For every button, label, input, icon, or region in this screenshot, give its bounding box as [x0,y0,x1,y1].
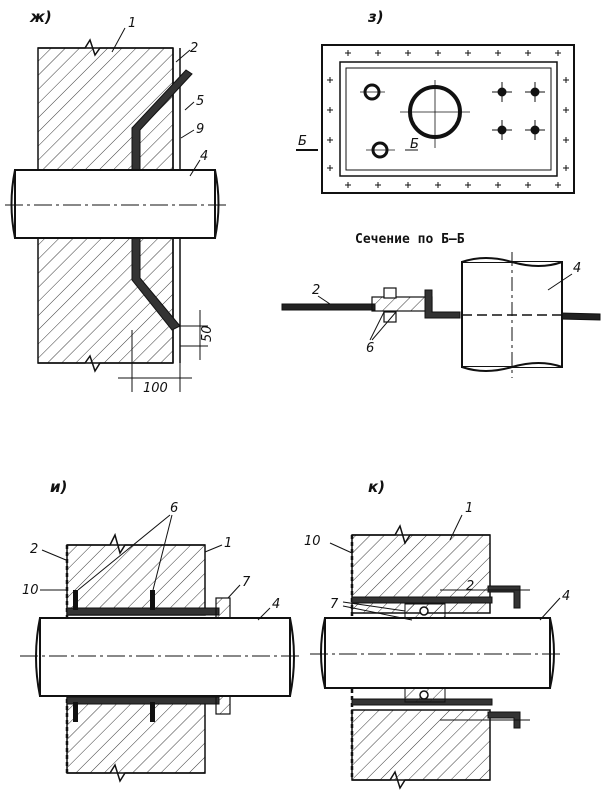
leader-2-bb [317,295,331,305]
leader-4-k [539,597,561,621]
sleeve-top-k [351,596,493,604]
dim-height-value: 50 [200,325,215,342]
section-mark-inner: Б [410,137,419,152]
part-number-2-i: 2 [30,542,38,557]
bracket-bottom-k [487,711,521,729]
section-mark: Б [298,134,307,149]
break-line-top [38,38,173,57]
break-line-top-k [352,524,490,545]
part-number-1-k: 1 [465,501,473,516]
leader-6-bb-a [369,311,385,341]
wall-lower-i [66,697,206,774]
sleeve-top-i [66,607,220,616]
leader-10-k [329,542,353,554]
part-number-7-i: 7 [242,575,251,590]
pipe-end-left-i [35,617,41,697]
figure-label-i: и) [50,478,67,496]
part-number-10-k: 10 [304,534,321,549]
part-number-5: 5 [196,94,204,109]
flange-top-i [215,597,231,621]
leader-9 [180,129,195,139]
leader-6-i-a [77,514,171,591]
panel-zh: ж) 1 2 5 9 4 100 [5,8,230,396]
part-number-7-k: 7 [330,597,339,612]
pipe-end-right-i [289,617,295,697]
pipe-end-left-k [320,617,326,689]
part-number-2-k: 2 [466,579,474,594]
pipe-i [39,617,291,697]
part-number-4-k: 4 [562,589,570,604]
part-number-2: 2 [190,41,198,56]
section-title: Сечение по Б–Б [355,232,465,247]
dim-width-value: 100 [143,381,168,396]
leader-5 [184,101,195,111]
pipe-end-right [214,169,220,239]
panel-k: к) 10 1 2 7 4 [304,478,570,790]
part-number-2-bb: 2 [312,283,320,298]
anchor-4-i [73,702,78,722]
flange-angle [424,289,461,319]
figure-label-zh: ж) [29,8,52,26]
leader-6-bb-b [371,311,397,341]
break-line-bottom-i [67,763,205,783]
anchor-1-i [73,590,78,610]
leader-7-k-b [342,605,413,621]
pipe-end-right-k [549,617,555,689]
leader-6-i-b [152,514,173,591]
section-bb: Сечение по Б–Б 2 4 6 [281,232,601,378]
leader-1-k [449,514,463,541]
leader-1 [111,27,126,53]
part-number-4-bb: 4 [573,261,581,276]
part-number-1: 1 [128,16,136,31]
break-line-bottom [38,354,173,373]
bracket-top-k [487,585,521,609]
figure-label-k: к) [368,478,385,496]
sleeve-bottom-i [66,696,220,705]
leader-7-i [227,584,241,599]
leader-4-bb [547,273,573,291]
pipe-break-bottom [461,362,563,372]
bolt-marks [327,50,569,188]
part-number-1-i: 1 [224,536,232,551]
plate-inner-2 [345,67,552,171]
panel-z: з) Б Б [296,8,575,194]
leader-7-k-a [342,601,406,612]
bolt-head [383,287,397,299]
leader-2 [175,49,191,63]
figure-label-z: з) [367,8,384,26]
pipe [14,169,216,239]
part-number-10-i: 10 [22,583,39,598]
anchor-2-i [150,590,155,610]
part-number-6-i: 6 [170,501,178,516]
part-number-9: 9 [196,122,204,137]
flange-block [371,296,433,312]
leader-4-i [257,607,271,621]
wall-upper-i [66,544,206,616]
part-number-4-i: 4 [272,597,280,612]
leader-1-i [204,544,223,553]
anchor-3-i [150,702,155,722]
part-number-4: 4 [200,149,208,164]
leader-2-i [41,549,67,561]
bolt-circle-bottom-k [419,690,429,700]
pipe-k [324,617,551,689]
bolt-holes-right [492,82,545,140]
break-line-bottom-k [352,770,490,790]
bolt-circle-top-k [419,606,429,616]
bolt-nut [383,311,397,323]
part-number-6-bb: 6 [366,341,374,356]
sheet-strip [281,303,376,311]
panel-i: и) 2 10 6 1 7 4 [20,478,300,783]
break-line-top-i [67,532,205,555]
pipe-end-left [10,169,16,239]
leader-4 [189,159,201,177]
